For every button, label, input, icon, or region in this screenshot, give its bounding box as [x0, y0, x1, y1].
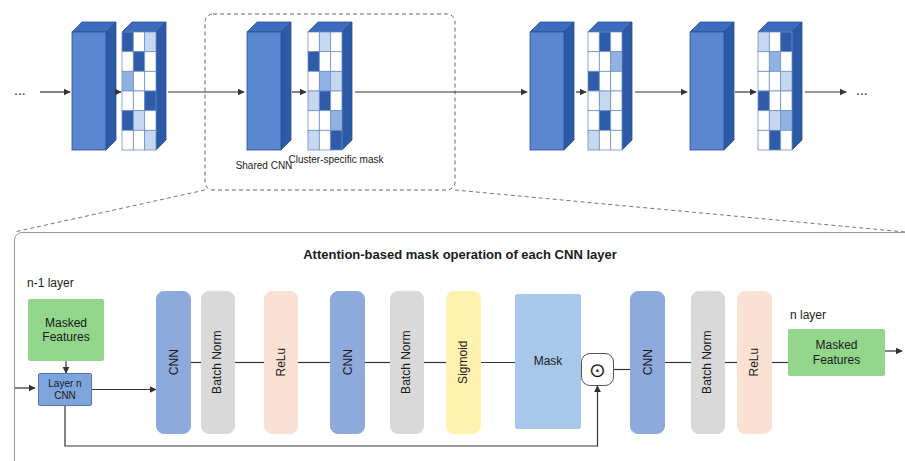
feature-box: Masked Features — [788, 329, 885, 376]
node-label: Batch Norm — [701, 331, 715, 394]
connector — [481, 362, 515, 363]
node-label: Batch Norm — [211, 331, 225, 394]
node-label: ReLu — [747, 348, 761, 377]
connector — [365, 362, 390, 363]
flow-arrow — [735, 91, 756, 92]
batchnorm-bar: Batch Norm — [201, 291, 235, 434]
connector — [191, 362, 201, 363]
connector — [614, 369, 630, 370]
cnn-bar: CNN — [630, 291, 665, 434]
node-label: CNN — [166, 349, 180, 375]
relu-bar: ReLu — [737, 291, 772, 434]
node-label: CNN — [640, 349, 654, 375]
mask-box: Mask — [515, 294, 581, 429]
flow-arrow — [576, 91, 586, 92]
relu-bar: ReLu — [264, 291, 298, 434]
cnn-block — [690, 22, 734, 150]
zoom-frame — [205, 14, 455, 190]
cnn-bar: CNN — [156, 291, 191, 434]
node-label: ⊙ — [586, 358, 609, 382]
connector — [772, 362, 788, 363]
flow-arrow — [116, 91, 121, 92]
batchnorm-bar: Batch Norm — [691, 291, 725, 434]
ellipsis: ... — [14, 82, 38, 100]
product-symbol: ⊙ — [581, 353, 614, 386]
layer-box: Layer n CNN — [38, 373, 92, 406]
layer-label: n-1 layer — [27, 276, 97, 291]
zoom-line — [14, 190, 205, 232]
ellipsis: ... — [856, 82, 886, 100]
connector — [665, 362, 691, 363]
node-label: Masked Features — [789, 338, 884, 367]
connector — [725, 362, 737, 363]
mask-block — [758, 22, 802, 150]
node-label: Masked Features — [29, 316, 103, 345]
flow-arrow — [168, 91, 244, 92]
panel-title: Attention-based mask operation of each C… — [15, 247, 905, 263]
input-arrow — [14, 387, 35, 388]
cnn-block — [530, 22, 574, 150]
flow-arrow — [355, 91, 527, 92]
node-label: CNN — [340, 349, 354, 375]
detail-panel: Masked FeaturesLayer n CNN CNN Batch Norm R… — [14, 232, 905, 461]
connector — [92, 389, 156, 390]
mask-block — [308, 22, 352, 150]
node-label: Mask — [531, 354, 566, 368]
cnn-block — [247, 22, 291, 150]
layer-label: n layer — [790, 308, 860, 323]
node-label: Sigmoid — [456, 341, 470, 384]
connector — [298, 362, 330, 363]
mask-block — [588, 22, 632, 150]
zoom-line — [455, 190, 905, 232]
flow-arrow — [292, 91, 306, 92]
node-label: Batch Norm — [400, 331, 414, 394]
connector — [235, 362, 264, 363]
sigmoid-bar: Sigmoid — [446, 291, 481, 434]
flow-arrow — [805, 91, 846, 92]
mask-block — [122, 22, 166, 150]
connector — [65, 361, 66, 373]
batchnorm-bar: Batch Norm — [390, 291, 424, 434]
connector — [424, 362, 446, 363]
flow-arrow — [635, 91, 687, 92]
feature-box: Masked Features — [28, 299, 104, 361]
node-label: ReLu — [274, 348, 288, 377]
flow-arrow — [40, 91, 70, 92]
cnn-bar: CNN — [330, 291, 365, 434]
cnn-block — [72, 22, 116, 150]
node-label: Layer n CNN — [39, 378, 91, 402]
part-label: Cluster-specific mask — [288, 154, 384, 167]
